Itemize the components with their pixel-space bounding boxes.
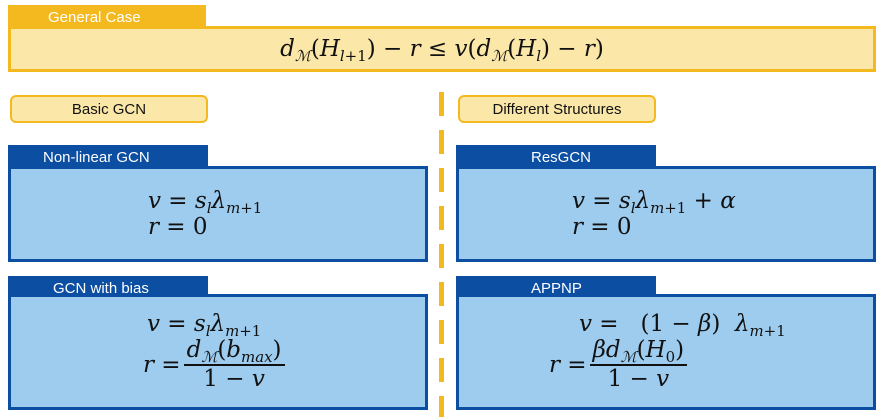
appnp-card: v = (1 − β) λm+1 r = βdℳ(H0) 1 − v (456, 294, 876, 410)
nonlinear-v-formula: v = slλm+1 (148, 187, 263, 217)
nonlinear-gcn-tab: Non-linear GCN (8, 145, 208, 169)
resgcn-v-formula: v = slλm+1 + α (572, 187, 736, 217)
different-structures-header: Different Structures (458, 95, 656, 123)
appnp-title: APPNP (531, 279, 582, 297)
general-case-tab: General Case (8, 5, 206, 29)
gcn-bias-card: v = slλm+1 r = dℳ(bmax) 1 − v (8, 294, 428, 410)
resgcn-card: v = slλm+1 + α r = 0 (456, 166, 876, 262)
nonlinear-gcn-title: Non-linear GCN (43, 148, 150, 166)
basic-gcn-header: Basic GCN (10, 95, 208, 123)
different-structures-label: Different Structures (492, 100, 622, 118)
basic-gcn-label: Basic GCN (71, 100, 147, 118)
section-divider (439, 92, 444, 417)
general-case-formula: dℳ(Hl+1) − r ≤ v(dℳ(Hl) − r) (280, 35, 604, 65)
gcn-bias-title: GCN with bias (53, 279, 149, 297)
resgcn-r-formula: r = 0 (572, 214, 632, 240)
nonlinear-gcn-card: v = slλm+1 r = 0 (8, 166, 428, 262)
nonlinear-r-formula: r = 0 (148, 214, 208, 240)
resgcn-title: ResGCN (531, 148, 592, 166)
appnp-v-formula: v = (1 − β) λm+1 (579, 311, 786, 341)
resgcn-tab: ResGCN (456, 145, 656, 169)
general-case-formula-box: dℳ(Hl+1) − r ≤ v(dℳ(Hl) − r) (8, 26, 876, 72)
general-case-title: General Case (48, 8, 141, 26)
appnp-r-formula: r = βdℳ(H0) 1 − v (549, 337, 873, 393)
gcn-bias-r-formula: r = dℳ(bmax) 1 − v (143, 337, 425, 393)
gcn-bias-v-formula: v = slλm+1 (147, 311, 262, 341)
